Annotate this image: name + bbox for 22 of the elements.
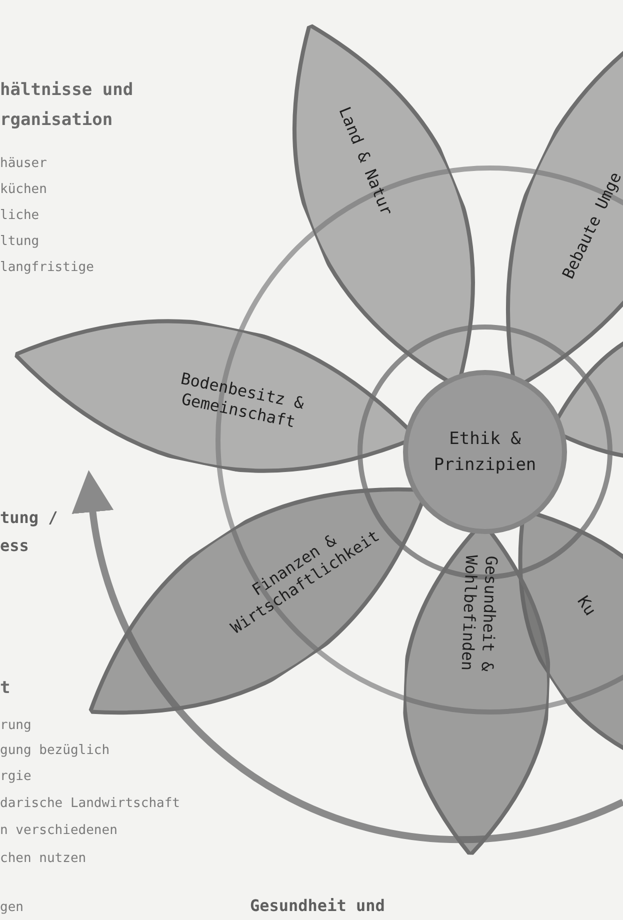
heading-text: ess	[0, 536, 29, 556]
heading-text: t	[0, 678, 10, 698]
list-item-text: küchen	[0, 181, 47, 199]
list-item-text: liche	[0, 207, 40, 225]
petal-label: Ku	[572, 592, 601, 622]
list-item-text: häuser	[0, 155, 47, 173]
heading-text: hältnisse und	[0, 80, 134, 100]
list-item-text: chen nutzen	[0, 850, 86, 868]
heading-text: tung /	[0, 508, 58, 528]
list-item-text: ltung	[0, 233, 40, 251]
center-label: Ethik & Prinzipien	[432, 428, 538, 477]
petal-label: Land & Natur	[334, 103, 398, 221]
list-item-text: rgie	[0, 768, 32, 786]
list-item-text: langfristige	[0, 259, 94, 277]
petal-label: Gesundheit & Wohlbefinden	[456, 554, 502, 674]
list-item-text: gen	[0, 899, 24, 917]
list-item-text: gung bezüglich	[0, 742, 110, 760]
heading-text: rganisation	[0, 110, 113, 130]
list-item-text: rung	[0, 717, 32, 735]
heading-text: Gesundheit und	[250, 896, 385, 916]
list-item-text: n verschiedenen	[0, 822, 118, 840]
list-item-text: darische Landwirtschaft	[0, 795, 180, 813]
